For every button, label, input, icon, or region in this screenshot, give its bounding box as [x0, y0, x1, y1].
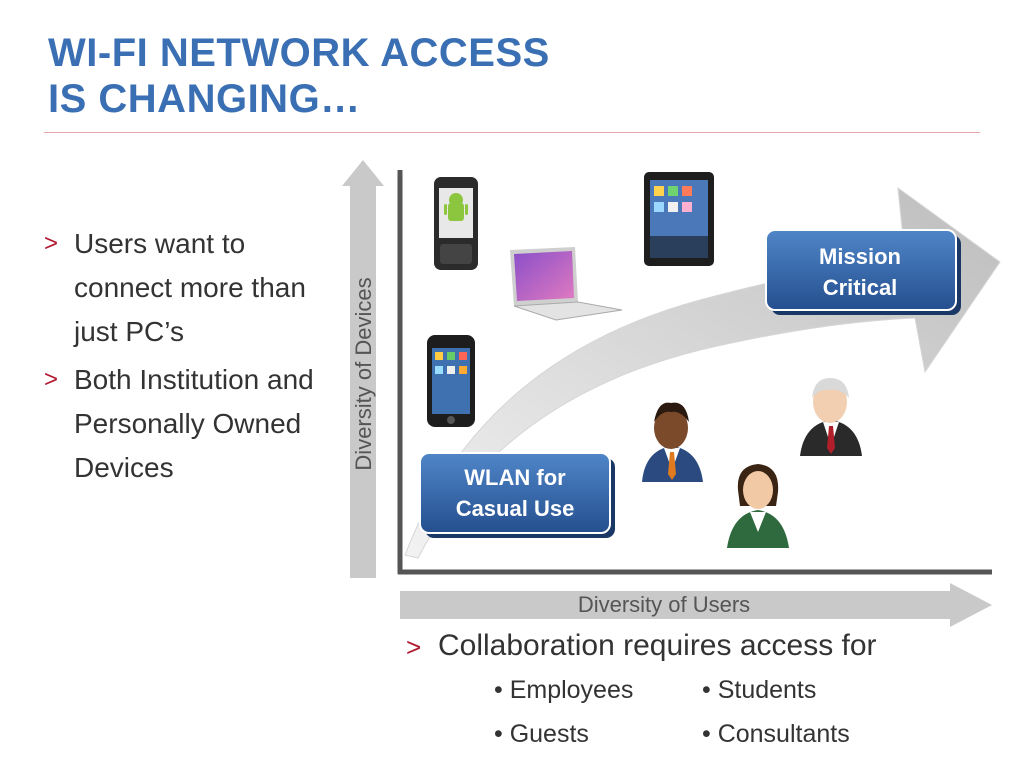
- slide-title: WI-FI NETWORK ACCESS IS CHANGING…: [48, 30, 550, 122]
- audience-item: • Employees: [494, 676, 634, 704]
- mission-critical-line-2: Critical: [823, 275, 898, 300]
- collaboration-block: > Collaboration requires access for • Emp…: [406, 626, 1006, 748]
- wlan-casual-line-1: WLAN for: [464, 465, 566, 490]
- bullet-item: > Users want to connect more than just PC…: [44, 222, 344, 354]
- businesswoman-icon: [727, 464, 789, 548]
- audience-item: • Consultants: [702, 720, 850, 748]
- title-line-1: WI-FI NETWORK ACCESS: [48, 31, 550, 75]
- bullet-marker: >: [44, 230, 59, 257]
- executive-icon: [800, 378, 862, 456]
- collaboration-bullet: > Collaboration requires access for: [406, 626, 1006, 666]
- bullet-marker: >: [406, 632, 422, 662]
- android-phone-icon: [434, 177, 478, 270]
- businessman-icon: [642, 402, 703, 482]
- bullet-list: > Users want to connect more than just PC…: [44, 222, 344, 494]
- audience-item: • Guests: [494, 720, 589, 748]
- mission-critical-line-1: Mission: [819, 244, 901, 269]
- x-axis-arrow: [400, 583, 992, 627]
- bullet-text: Both Institution and Personally Owned De…: [74, 364, 314, 483]
- y-axis-arrow: [342, 160, 384, 578]
- bullet-item: > Both Institution and Personally Owned D…: [44, 358, 344, 490]
- x-axis-label: Diversity of Users: [578, 592, 750, 617]
- audience-item: • Students: [702, 676, 817, 704]
- title-line-2: IS CHANGING…: [48, 77, 361, 121]
- tablet-icon: [644, 172, 714, 266]
- collaboration-text: Collaboration requires access for: [438, 629, 877, 662]
- bullet-text: Users want to connect more than just PC’…: [74, 228, 306, 347]
- laptop-icon: [510, 247, 623, 321]
- smartphone-icon: [427, 335, 475, 427]
- y-axis-label: Diversity of Devices: [351, 277, 376, 470]
- wlan-casual-label: WLAN for Casual Use: [419, 452, 615, 538]
- axes-frame: [397, 170, 992, 575]
- wlan-casual-line-2: Casual Use: [456, 496, 575, 521]
- bullet-marker: >: [44, 366, 59, 393]
- title-divider: [44, 132, 980, 133]
- mission-critical-label: Mission Critical: [765, 229, 961, 315]
